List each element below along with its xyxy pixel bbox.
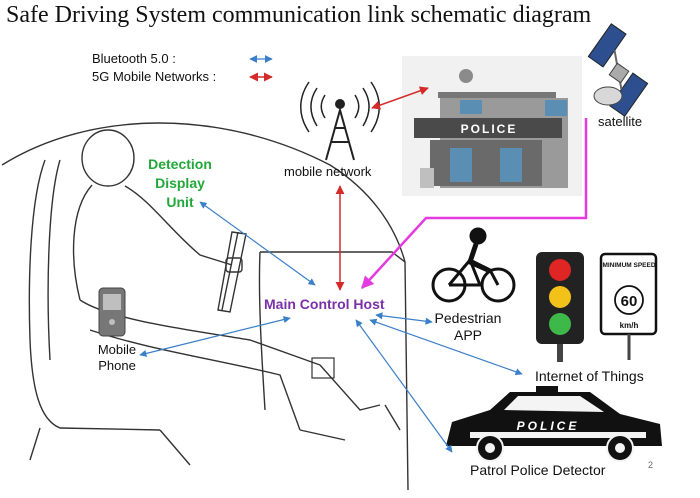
speed-sign-top-text: MINIMUM SPEED: [602, 262, 655, 269]
detection-line-2: Display: [140, 174, 220, 193]
cyclist-icon: [433, 229, 514, 301]
speed-sign-value: 60: [621, 293, 638, 310]
pedestrian-app-label: Pedestrian APP: [428, 310, 508, 344]
mobile-tower-icon: [301, 82, 380, 160]
pedestrian-line-2: APP: [428, 327, 508, 344]
police-car-text: POLICE: [517, 419, 580, 433]
satellite-icon: [572, 24, 663, 116]
police-sign-text: POLICE: [461, 122, 518, 136]
detection-line-1: Detection: [140, 155, 220, 174]
legend-5g-label: 5G Mobile Networks :: [92, 69, 216, 84]
detection-line-3: Unit: [140, 193, 220, 212]
mobile-phone-line-2: Phone: [92, 358, 142, 374]
page-number: 2: [648, 460, 653, 470]
link-bt-phone-host: [140, 318, 290, 355]
mobile-network-label: mobile network: [284, 164, 371, 179]
internet-of-things-label: Internet of Things: [535, 368, 644, 384]
traffic-light-icon: [536, 252, 584, 362]
steering-wheel: [218, 232, 246, 312]
satellite-label: satellite: [598, 114, 642, 129]
mobile-phone-label: Mobile Phone: [92, 342, 142, 374]
main-control-host-label: Main Control Host: [264, 296, 385, 312]
mobile-phone-icon: [99, 288, 125, 336]
diagram-title: Safe Driving System communication link s…: [6, 2, 591, 29]
patrol-police-detector-label: Patrol Police Detector: [470, 462, 605, 478]
pedestrian-line-1: Pedestrian: [428, 310, 508, 327]
detection-display-unit-label: Detection Display Unit: [140, 155, 220, 212]
legend-bluetooth-label: Bluetooth 5.0 :: [92, 51, 176, 66]
speed-sign-unit: km/h: [620, 321, 639, 330]
link-bt-display-host: [200, 202, 315, 285]
mobile-phone-line-1: Mobile: [92, 342, 142, 358]
link-bt-host-pedestrian: [376, 315, 432, 322]
